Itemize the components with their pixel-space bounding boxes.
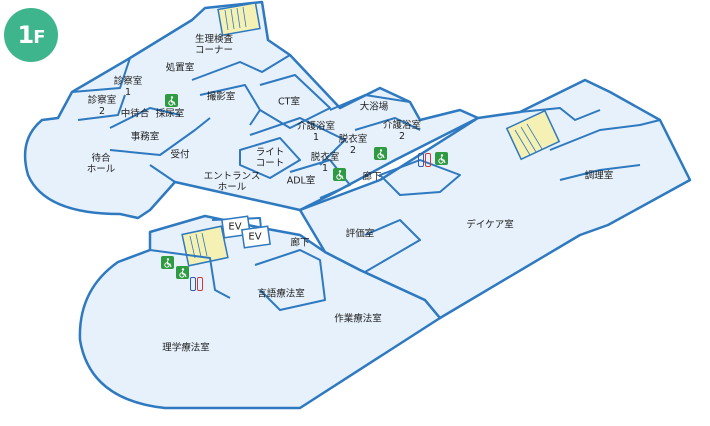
room-light-court: ライトコート [255,147,285,169]
room-daycare: デイケア室 [466,219,514,231]
room-kitchen: 調理室 [584,170,614,182]
room-blood: 採尿室 [155,108,185,120]
room-treatment: 処置室 [165,62,195,74]
room-evaluation: 評価室 [345,228,375,240]
room-physical: 理学療法室 [162,342,210,354]
room-physio-test: 生理検査コーナー [194,34,234,56]
wheelchair-icon [435,152,448,165]
room-corridor-upper: 廊下 [362,171,382,183]
east-wing [298,78,692,320]
room-ct: CT室 [278,96,300,108]
clinic-wing [23,0,480,220]
room-occupational: 作業療法室 [334,313,382,325]
room-ev-2: EV [248,231,262,243]
room-waiting-hall: 待合ホール [86,153,116,175]
room-waiting-mid: 中待合 [120,108,150,120]
floor-suffix: F [33,26,45,48]
toilet-icon [418,153,432,169]
room-ev-1: EV [228,221,242,233]
room-corridor-lower: 廊下 [290,237,310,249]
room-xray: 撮影室 [206,91,236,103]
ev-box-2 [241,225,271,249]
room-adl: ADL室 [286,175,316,187]
room-office: 事務室 [130,131,160,143]
wheelchair-icon [176,266,189,279]
wheelchair-icon [161,256,174,269]
floor-number: 1 [17,21,35,49]
room-speech: 言語療法室 [257,288,305,300]
wheelchair-icon [165,94,178,107]
wheelchair-icon [374,147,387,160]
room-entrance: エントランスホール [203,171,261,193]
room-reception: 受付 [170,149,190,161]
toilet-icon [190,277,204,293]
room-big-bath: 大浴場 [359,101,389,113]
wheelchair-icon [333,168,346,181]
stair-east [505,109,561,161]
